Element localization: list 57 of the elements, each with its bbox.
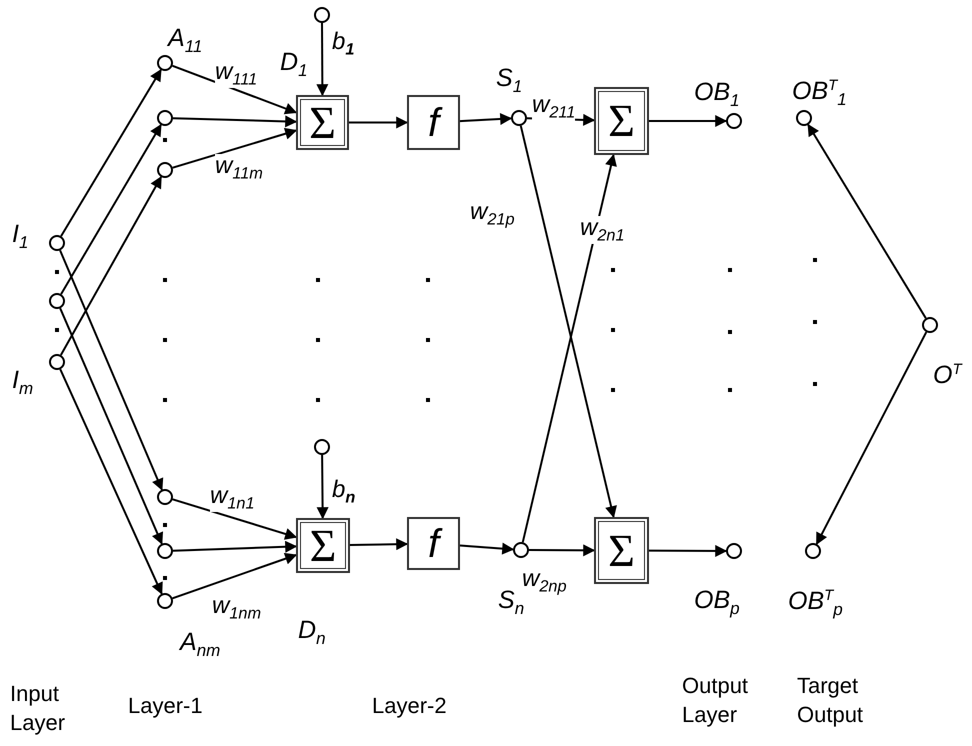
arrow — [529, 544, 596, 556]
input-layer-caption: Input Layer — [10, 680, 66, 737]
arrow — [316, 23, 328, 96]
node-label: S$_{1}$ — [496, 66, 522, 95]
edge-label: w$_{2n1}$ — [580, 216, 625, 244]
arrow — [350, 538, 408, 550]
summation-box — [594, 517, 649, 584]
summation-box — [296, 518, 350, 573]
neuron-circle — [157, 110, 173, 126]
neuron-circle — [314, 439, 330, 455]
node-label: A$_{11}$ — [168, 26, 202, 55]
arrow — [172, 498, 298, 540]
function-box — [407, 95, 460, 150]
arrow — [649, 115, 728, 127]
neuron-circle — [49, 293, 65, 309]
output-layer-caption: Output Layer — [682, 672, 750, 729]
node-label: O$^{T}$ — [933, 362, 962, 388]
arrow — [349, 116, 408, 128]
arrow — [807, 124, 927, 319]
arrow — [460, 112, 512, 125]
arrow — [60, 124, 162, 295]
node-label: I$_{1}$ — [12, 222, 28, 251]
node-caption: D$_{n}$ — [298, 618, 326, 647]
arrow — [460, 542, 514, 555]
node-caption: D$_{1}$ — [280, 50, 308, 79]
arrow — [172, 540, 298, 553]
sigma-symbol: Σ — [608, 528, 635, 574]
arrow — [60, 68, 162, 237]
neuron-circle — [157, 543, 173, 559]
node-label: OB$_{1}$ — [694, 80, 740, 109]
arrow — [172, 552, 298, 600]
arrow — [816, 332, 928, 545]
summation-box — [296, 95, 349, 150]
neuron-circle — [314, 7, 330, 23]
function-box — [407, 517, 460, 570]
arrow — [172, 128, 298, 169]
sigma-symbol: Σ — [608, 98, 635, 144]
neuron-circle — [157, 489, 173, 505]
sigma-symbol: Σ — [310, 522, 336, 568]
arrow — [649, 544, 728, 557]
arrow — [316, 454, 329, 520]
layer-caption: Layer-2 — [372, 692, 447, 720]
summation-box — [594, 87, 649, 155]
node-label: A$_{nm}$ — [180, 630, 220, 659]
target-output-caption: Target Output — [797, 672, 864, 729]
arrow — [59, 368, 163, 595]
node-label: S$_{n}$ — [498, 588, 524, 617]
arrow — [172, 115, 298, 128]
layer-caption: Layer-1 — [128, 692, 203, 720]
arrow — [172, 64, 298, 114]
node-label: OB$_{p}$ — [694, 588, 740, 617]
arrow — [59, 250, 164, 491]
arrow — [59, 308, 164, 545]
neuron-circle — [157, 162, 173, 178]
node-label: I$_{m}$ — [12, 368, 34, 397]
sigma-symbol: Σ — [309, 100, 336, 146]
arrow — [60, 176, 162, 356]
